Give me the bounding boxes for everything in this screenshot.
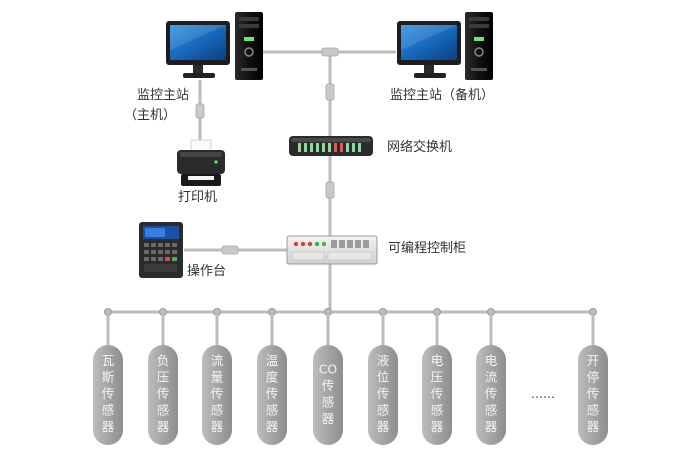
host-main-computer-icon <box>166 12 263 80</box>
sensor-label-char: 感 <box>377 403 390 418</box>
sensor-label-char: 器 <box>431 419 444 434</box>
sensor-label-char: 传 <box>377 386 390 401</box>
sensor-label-char: 位 <box>377 370 390 385</box>
sensor-label-char: 感 <box>211 403 224 418</box>
sensor-label-char: 器 <box>211 419 224 434</box>
sensor-label-char: 液 <box>377 353 390 368</box>
sensor-label-char: 感 <box>587 403 600 418</box>
sensor-pill <box>476 345 506 445</box>
sensor-label-char: 度 <box>266 370 279 385</box>
sensor-label-char: 感 <box>266 403 279 418</box>
printer-icon <box>177 139 225 186</box>
sensor-label-char: 电 <box>485 353 498 368</box>
sensor-group: 瓦斯传感器负压传感器流量传感器温度传感器CO传感器液位传感器电压传感器电流传感器… <box>93 308 608 445</box>
sensor-label-char: 传 <box>102 386 115 401</box>
sensor-5: CO 传感器 <box>313 308 343 445</box>
sensor-label-char: 电 <box>431 353 444 368</box>
sensor-label-char: 感 <box>431 403 444 418</box>
line-connectors <box>195 47 339 255</box>
sensor-label-char: CO <box>319 361 338 376</box>
sensor-label-char: 瓦 <box>102 353 115 368</box>
sensor-label-char: 开 <box>587 353 600 368</box>
sensor-pill <box>368 345 398 445</box>
sensor-label-char: 传 <box>266 386 279 401</box>
sensor-pill <box>422 345 452 445</box>
sensor-label-char: 压 <box>157 370 170 385</box>
sensor-label-char: 传 <box>322 378 335 393</box>
console-icon <box>139 222 183 278</box>
sensor-label-char: 传 <box>587 386 600 401</box>
sensor-label-char: 感 <box>485 403 498 418</box>
sensor-pill <box>313 345 343 445</box>
sensor-label-char: 停 <box>587 370 600 385</box>
network-switch-icon <box>289 136 373 156</box>
sensor-label-char: 斯 <box>102 370 115 385</box>
printer-label: 打印机 <box>178 190 218 205</box>
sensor-pill <box>148 345 178 445</box>
switch-label: 网络交换机 <box>387 140 453 155</box>
host-main-label: 监控主站 <box>137 88 190 103</box>
sensor-label-char: 传 <box>211 386 224 401</box>
sensor-pill <box>93 345 123 445</box>
sensor-label-char: 器 <box>485 419 498 434</box>
sensor-label-char: 流 <box>211 353 224 368</box>
sensor-label-char: 器 <box>266 419 279 434</box>
sensor-label-char: 器 <box>322 411 335 426</box>
sensor-label-char: 压 <box>431 370 444 385</box>
sensor-label-char: 感 <box>157 403 170 418</box>
sensor-label-char: 器 <box>377 419 390 434</box>
sensor-pill <box>578 345 608 445</box>
sensor-pill <box>257 345 287 445</box>
console-label: 操作台 <box>187 264 227 279</box>
plc-label: 可编程控制柜 <box>388 241 467 256</box>
sensor-label-char: 传 <box>157 386 170 401</box>
sensor-label-char: 传 <box>431 386 444 401</box>
sensor-label-char: 器 <box>157 419 170 434</box>
sensor-label-char: 感 <box>322 394 335 409</box>
sensor-label-char: 传 <box>485 386 498 401</box>
sensor-label-char: 温 <box>266 353 279 368</box>
sensor-label-char: 流 <box>485 370 498 385</box>
sensor-label-char: 器 <box>102 419 115 434</box>
sensor-label-char: 负 <box>157 353 170 368</box>
sensor-pill <box>202 345 232 445</box>
host-backup-computer-icon <box>397 12 493 80</box>
host-main-sublabel: （主机） <box>124 108 177 123</box>
host-backup-label: 监控主站（备机） <box>390 88 495 103</box>
sensor-label-char: 器 <box>587 419 600 434</box>
sensor-label-char: 感 <box>102 403 115 418</box>
sensor-label-char: 量 <box>211 370 224 385</box>
sensor-ellipsis: …… <box>531 387 555 401</box>
plc-cabinet-icon <box>286 235 378 265</box>
